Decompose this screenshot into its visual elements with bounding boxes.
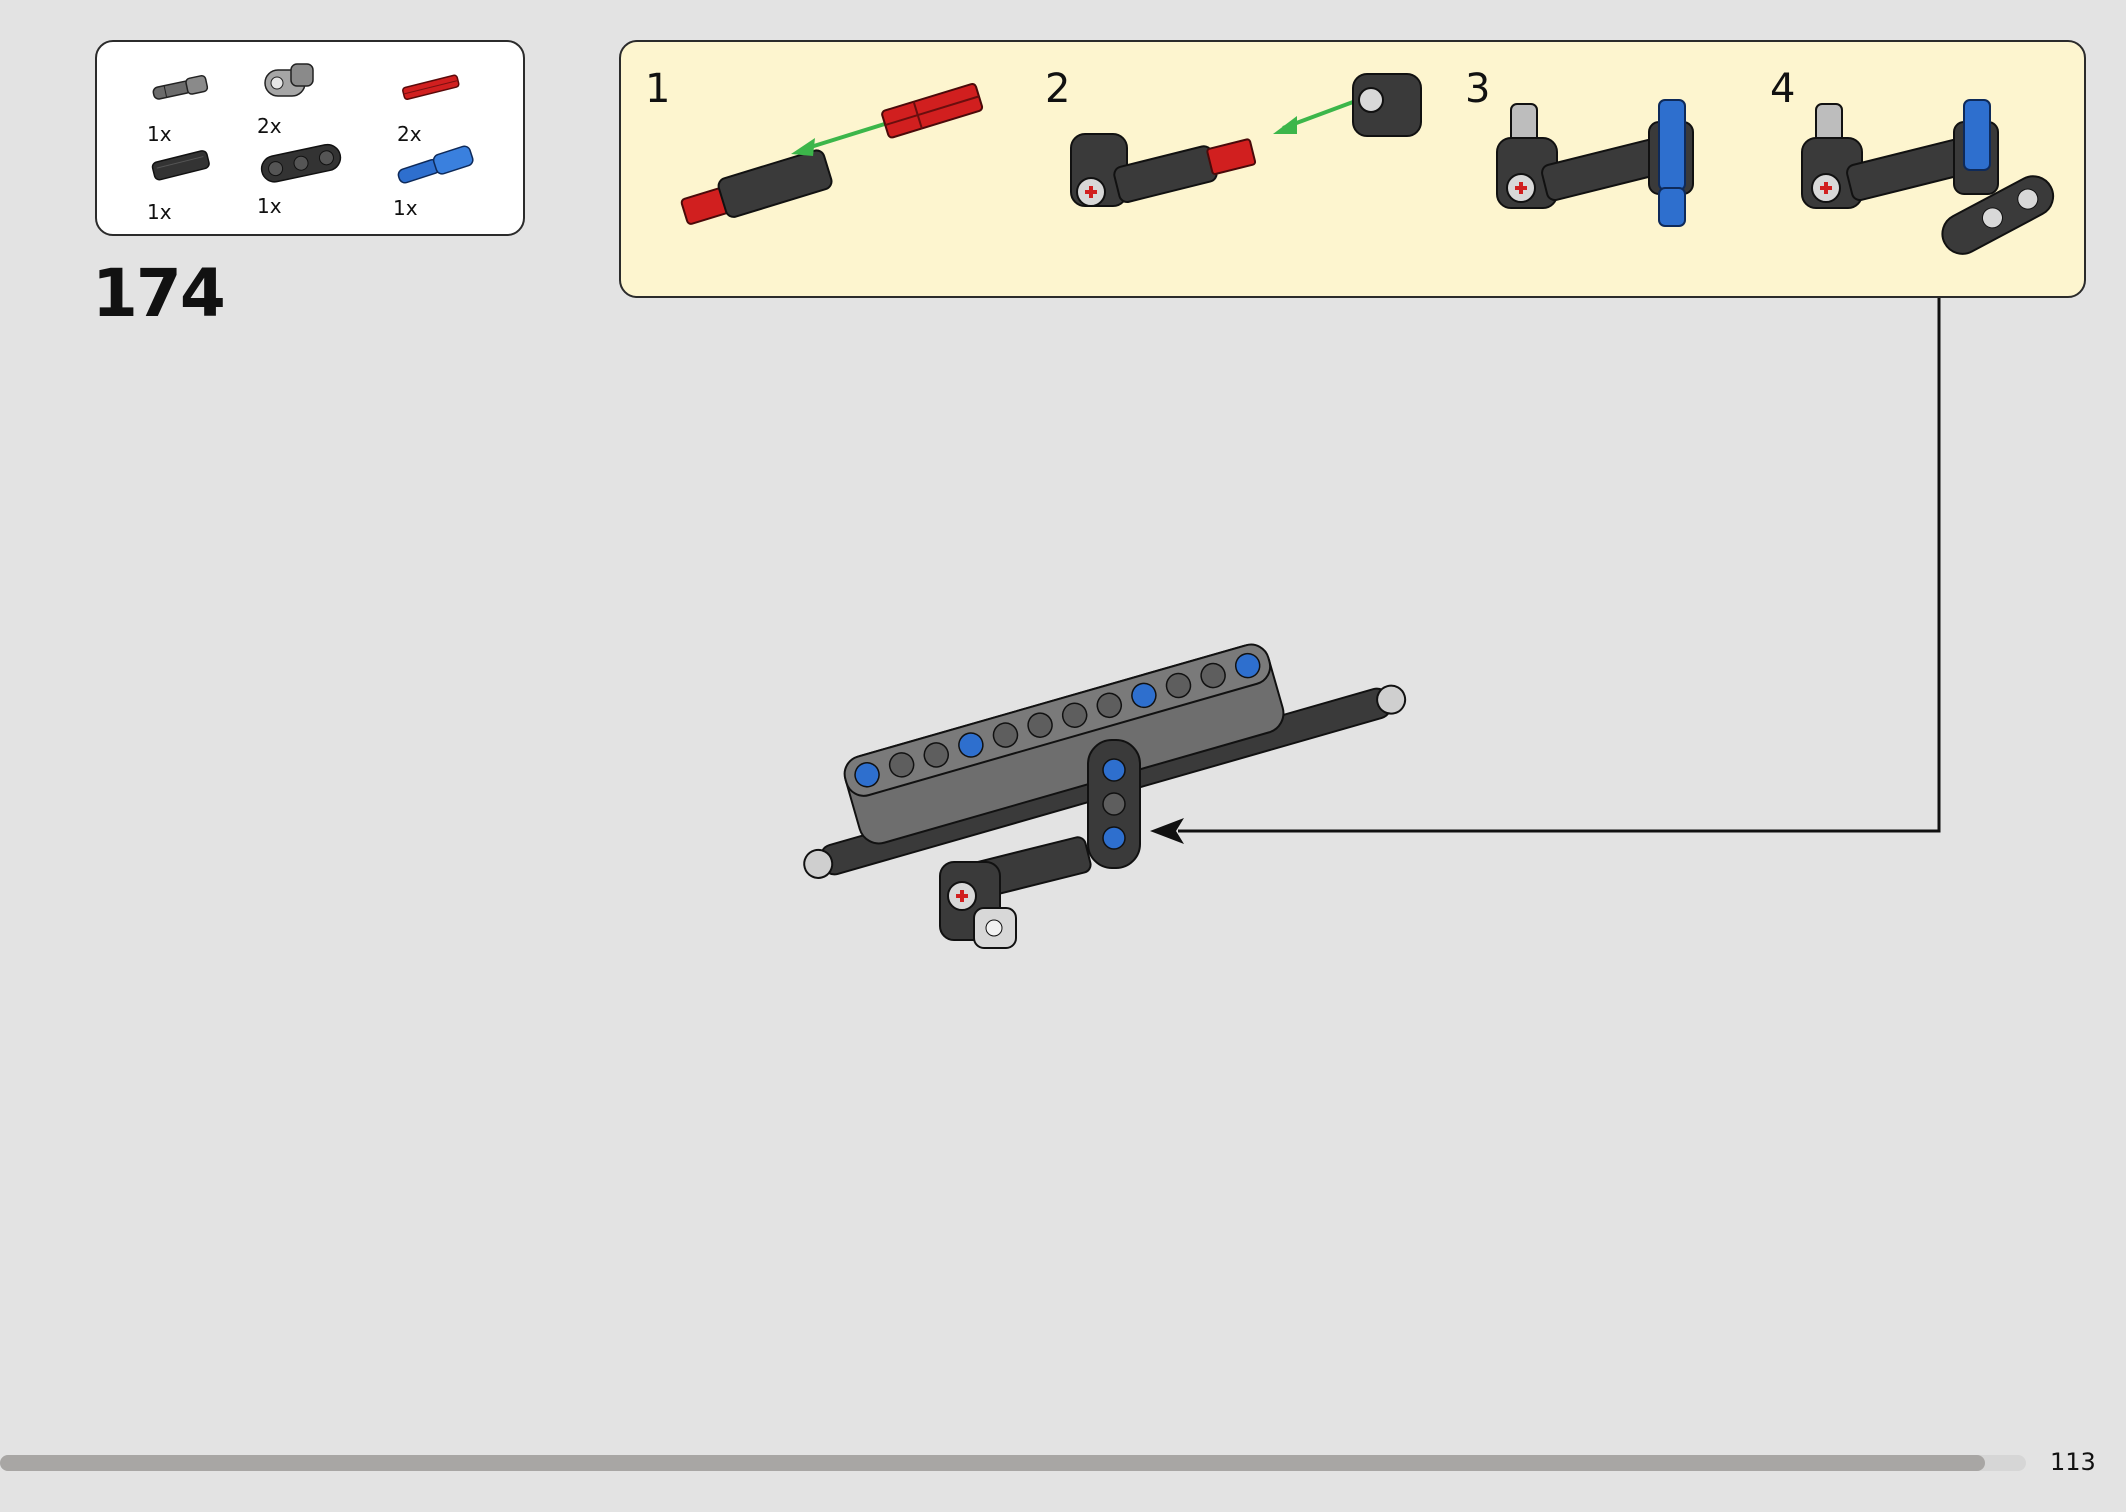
progress-bar <box>0 1455 2026 1471</box>
sub-step-4: 4 <box>1746 42 2086 296</box>
part-item: 1x <box>147 68 247 146</box>
sub-step-2: 2 <box>1021 42 1441 296</box>
part-quantity: 2x <box>397 122 422 146</box>
part-quantity: 2x <box>257 114 282 138</box>
part-quantity: 1x <box>147 122 172 146</box>
part-quantity: 1x <box>257 194 282 218</box>
part-quantity: 1x <box>393 196 418 220</box>
axle-pin-dark-gray-icon <box>152 74 209 100</box>
connector-black-icon <box>151 150 210 181</box>
sub-step-3-illustration <box>1496 99 1694 227</box>
main-model-illustration <box>803 643 1407 949</box>
sub-step-number: 3 <box>1465 66 1491 112</box>
part-item: 2x <box>257 60 357 138</box>
pin-blue-icon <box>397 145 474 184</box>
part-item: 1x <box>393 142 493 220</box>
parts-list-box: 1x 2x 2x 1x <box>95 40 525 236</box>
sub-step-number: 2 <box>1045 66 1071 112</box>
sub-step-3: 3 <box>1441 42 1746 296</box>
sub-step-2-illustration <box>1070 73 1422 207</box>
page-number: 113 <box>2050 1448 2096 1476</box>
sub-step-number: 1 <box>645 66 671 112</box>
progress-bar-fill <box>0 1455 1986 1471</box>
sub-assembly-callout: 1 2 <box>619 40 2086 298</box>
part-item: 2x <box>397 68 497 146</box>
sub-step-4-illustration <box>1801 99 2055 255</box>
sub-step-1-illustration <box>680 82 984 225</box>
axle-connector-light-gray-icon <box>264 63 314 97</box>
sub-step-number: 4 <box>1770 66 1796 112</box>
part-quantity: 1x <box>147 200 172 224</box>
part-item: 1x <box>257 140 357 218</box>
step-number: 174 <box>92 255 226 332</box>
part-item: 1x <box>147 146 247 224</box>
beam-3-black-icon <box>260 143 342 183</box>
axle-red-icon <box>402 74 460 100</box>
sub-step-1: 1 <box>621 42 1021 296</box>
